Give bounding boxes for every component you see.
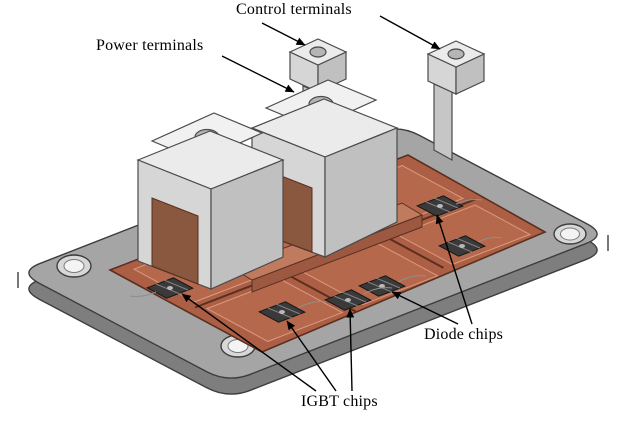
arrow-igbt-chip-1 (181, 293, 317, 392)
bond-wire (363, 287, 393, 295)
diode-chip-1-pad (437, 204, 443, 208)
control-terminal-left-hole (309, 46, 327, 58)
bond-wires (129, 199, 503, 309)
mounting-hole-left-bore (63, 259, 85, 273)
mounting-hole-right-bore (560, 227, 580, 241)
igbt-chip-1 (145, 277, 195, 299)
label-control-terminals: Control terminals (236, 1, 352, 18)
annotation-arrows (181, 15, 473, 392)
control-terminal-right-leg (433, 83, 453, 162)
control-terminal-right-hole (447, 48, 465, 60)
arrow-control-terminal-left (261, 22, 306, 46)
power-terminal-right-right-face (324, 127, 398, 258)
diode-chip-1 (415, 195, 465, 217)
arrow-diode-chip-far (435, 214, 473, 325)
copper-tile (396, 204, 532, 265)
mounting-hole-right (553, 223, 587, 245)
igbt-chip-3 (323, 289, 373, 311)
igbt-chip-3-pad (345, 298, 351, 302)
power-terminal-left-opening (151, 197, 199, 285)
bond-wire (397, 275, 427, 283)
arrow-power-terminals (221, 55, 295, 93)
mounting-hole-left (56, 254, 92, 278)
label-power-terminals: Power terminals (96, 37, 204, 54)
arrow-diode-chip-near (391, 291, 459, 325)
arrow-igbt-chip-3 (346, 308, 355, 392)
bond-wire (297, 301, 327, 309)
control-terminal-right (426, 40, 486, 162)
igbt-chip-2-pad (279, 310, 285, 314)
power-terminal-left-right-face (210, 159, 284, 290)
bond-wire (129, 291, 157, 297)
arrow-igbt-chip-2 (286, 320, 337, 392)
extra-chip (437, 235, 487, 257)
igbt-chip-2 (257, 301, 307, 323)
label-igbt-chips: IGBT chips (301, 393, 378, 410)
label-diode-chips: Diode chips (424, 326, 504, 343)
power-terminal-left (136, 112, 285, 290)
extra-chip-pad (459, 244, 465, 248)
bond-wire (455, 199, 483, 205)
arrow-control-terminal-right (379, 15, 441, 50)
diode-chip-2-pad (379, 284, 385, 288)
igbt-chip-1-pad (167, 286, 173, 290)
bond-wire (477, 237, 503, 243)
